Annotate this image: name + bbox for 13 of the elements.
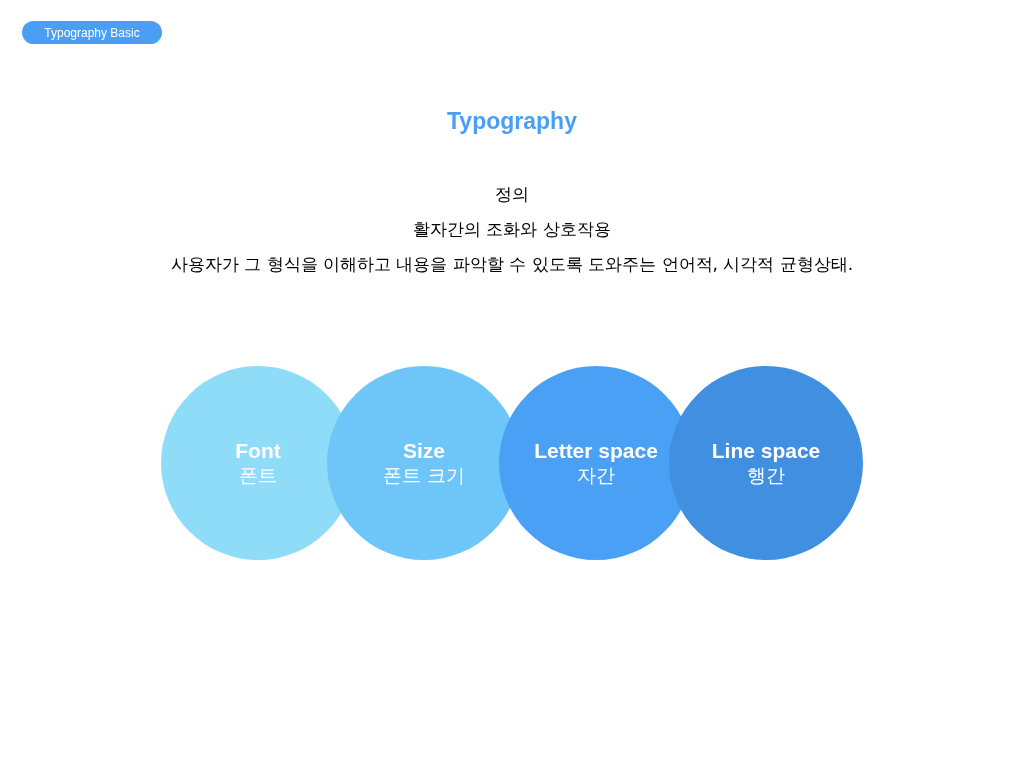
title-badge: Typography Basic: [22, 21, 162, 44]
korean-term: 행간: [747, 463, 785, 488]
concept-name: Size: [403, 438, 445, 463]
korean-term: 자간: [577, 463, 615, 488]
korean-term: 폰트: [239, 463, 277, 488]
concept-name: Line space: [711, 438, 821, 463]
concept-name: Letter space: [534, 438, 658, 463]
concept-name: Font: [235, 438, 281, 463]
title: Typography: [447, 107, 577, 136]
definition-text: 활자간의 조화와 상호작용: [413, 218, 611, 241]
definition-text: 사용자가 그 형식을 이해하고 내용을 파악할 수 있도록 도와주는 언어적, 시각적 균형상태.: [170, 253, 854, 276]
korean-term: 폰트 크기: [382, 463, 465, 488]
section-heading: 정의: [495, 183, 529, 206]
